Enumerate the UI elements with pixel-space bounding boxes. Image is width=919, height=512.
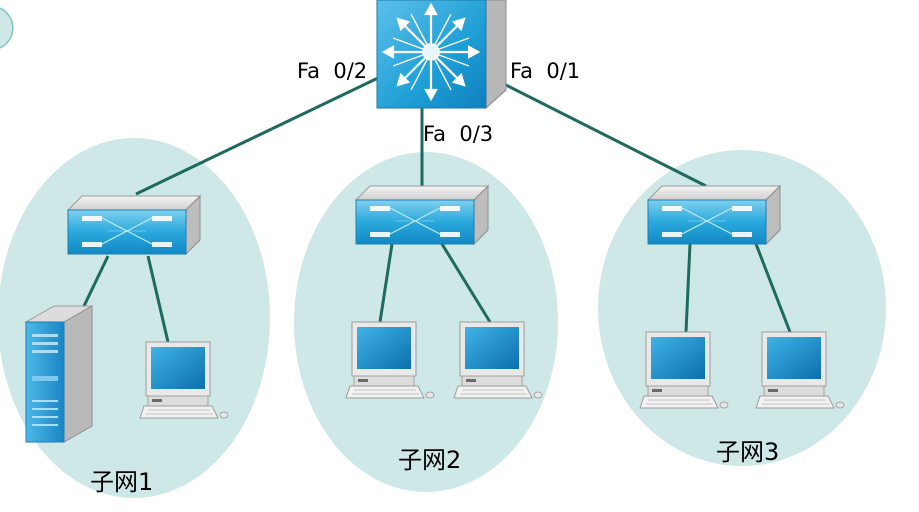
workgroup-switch-icon: [647, 185, 781, 245]
link-s3-pc1: [684, 243, 692, 333]
port-label-fa0-2: Fa 0/2: [297, 59, 367, 83]
link-fa0-2: [135, 76, 379, 196]
server-tower-icon: [24, 305, 94, 443]
port-label-fa0-1: Fa 0/1: [510, 59, 580, 83]
link-s1-server: [82, 255, 110, 307]
subnet-label-2: 子网2: [398, 446, 461, 474]
subnet-label-1: 子网1: [90, 468, 153, 496]
edge-ellipse-fragment: [0, 7, 14, 49]
subnet-label-3: 子网3: [716, 438, 779, 466]
workgroup-switch-icon: [355, 185, 489, 245]
link-s3-pc2: [754, 243, 792, 333]
link-s1-pc: [146, 255, 170, 343]
link-s2-pc2: [440, 243, 492, 323]
link-s2-pc1: [378, 243, 394, 323]
port-label-fa0-3: Fa 0/3: [423, 122, 493, 146]
link-fa0-1: [499, 80, 707, 188]
layer3-switch-icon: [376, 0, 507, 110]
workgroup-switch-icon: [67, 195, 201, 255]
